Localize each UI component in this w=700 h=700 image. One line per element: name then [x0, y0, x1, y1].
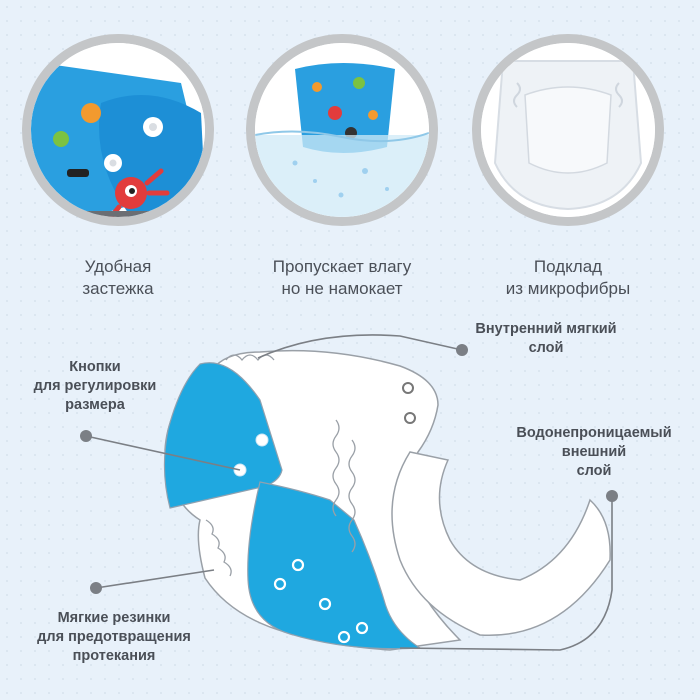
callout-line: размера — [65, 397, 125, 413]
snap-button — [255, 433, 269, 447]
caption-line: но не намокает — [281, 279, 403, 298]
leader-dot — [456, 344, 468, 356]
callout-line: слой — [576, 463, 612, 479]
waterproof-outer-flap — [163, 362, 283, 509]
caption-line: из микрофибры — [505, 279, 631, 298]
caption-line: застежка — [82, 279, 154, 298]
microfiber-lining-photo — [472, 34, 664, 226]
callout-line: Внутренний мягкий — [475, 321, 617, 337]
callout-line: протекания — [72, 648, 156, 664]
snap-ring — [318, 597, 332, 611]
callout-line: Мягкие резинки — [57, 610, 171, 626]
leader-line-buttons — [85, 435, 241, 471]
snap-ring — [355, 621, 369, 635]
callout-inner-layer: Внутренний мягкий слой — [448, 320, 644, 358]
water-diaper-photo — [246, 34, 438, 226]
snap-button — [404, 412, 416, 424]
feature-caption-fastener: Удобная застежка — [8, 256, 228, 300]
callout-line: внешний — [561, 444, 627, 460]
leader-line-elastics — [95, 569, 215, 589]
callout-line: Кнопки — [69, 359, 121, 375]
leader-dot — [90, 582, 102, 594]
snap-ring — [291, 558, 305, 572]
elastic-line — [332, 419, 340, 517]
elastic-line — [348, 439, 356, 553]
snap-fastener-photo — [22, 34, 214, 226]
snap-ring — [337, 630, 351, 644]
leader-dot — [606, 490, 618, 502]
snap-button — [402, 382, 414, 394]
snap-ring — [273, 577, 287, 591]
callout-buttons: Кнопки для регулировки размера — [20, 358, 170, 415]
callout-line: для регулировки — [33, 378, 157, 394]
leader-line-outer — [399, 496, 613, 651]
callout-outer-layer: Водонепроницаемый внешний слой — [494, 424, 694, 481]
callout-elastics: Мягкие резинки для предотвращения протек… — [14, 609, 214, 666]
caption-line: Подклад — [533, 257, 603, 276]
callout-line: слой — [528, 340, 564, 356]
leader-line-inner — [257, 334, 463, 359]
ruffle-bottom — [205, 519, 232, 577]
callout-line: для предотвращения — [37, 629, 191, 645]
callout-line: Водонепроницаемый — [516, 425, 672, 441]
caption-line: Пропускает влагу — [272, 257, 412, 276]
feature-caption-water: Пропускает влагу но не намокает — [232, 256, 452, 300]
caption-line: Удобная — [84, 257, 152, 276]
feature-caption-lining: Подклад из микрофибры — [458, 256, 678, 300]
inner-soft-layer — [391, 451, 611, 637]
leader-dot — [80, 430, 92, 442]
